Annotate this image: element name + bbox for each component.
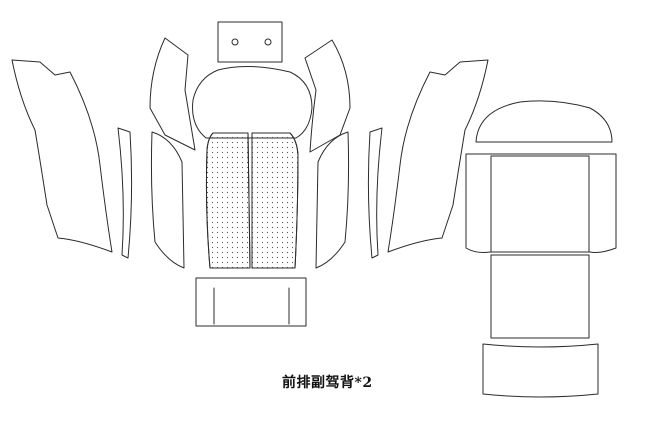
lower-seat-panel: [195, 277, 307, 327]
back-cover-lower-panel: [490, 254, 590, 339]
back-cover-main-panel: [465, 153, 617, 253]
back-cover-top-arch: [475, 100, 613, 143]
center-seatback-perforated-right-outline: [251, 132, 299, 269]
headrest-hole-left: [231, 38, 239, 46]
right-side-bolster: [304, 39, 351, 153]
left-lower-bolster: [150, 131, 185, 269]
left-side-bolster: [149, 37, 196, 151]
right-outer-side-panel: [387, 59, 489, 253]
back-cover-bottom-panel: [482, 343, 599, 398]
headrest-top: [217, 21, 283, 63]
left-thin-strip: [117, 127, 133, 259]
center-seatback-perforated-left-outline: [205, 132, 251, 269]
center-seatback-perforated-left: [205, 132, 251, 269]
left-outer-side-panel: [11, 59, 113, 253]
headrest-shoulder: [192, 65, 313, 139]
headrest-hole-right: [264, 38, 272, 46]
diagram-caption: 前排副驾背*2: [282, 375, 373, 391]
right-thin-strip: [367, 127, 383, 259]
back-cover-inner-panel: [490, 155, 590, 253]
center-seatback-perforated-right: [251, 132, 299, 269]
right-lower-bolster: [315, 131, 350, 269]
